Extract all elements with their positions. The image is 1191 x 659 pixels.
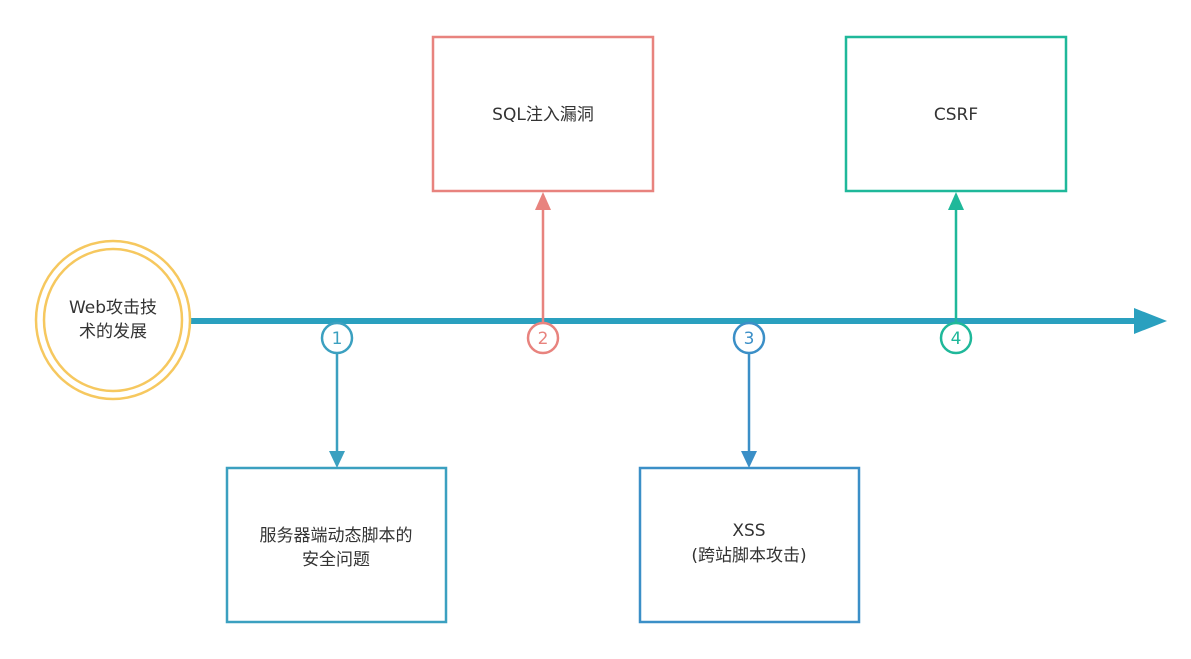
milestone-1-marker	[320, 321, 354, 355]
milestone-4-marker	[939, 321, 973, 355]
origin-outer-ring	[34, 239, 192, 401]
milestone-1-label-line-2: 安全问题	[302, 550, 370, 570]
milestone-4: 4 CSRF	[844, 35, 1068, 355]
milestone-2: 2 SQL注入漏洞	[431, 35, 655, 355]
milestone-1-number: 1	[332, 329, 343, 349]
milestone-3-label-line-1: XSS	[732, 521, 765, 541]
milestone-4-box	[844, 35, 1068, 193]
origin-node: Web攻击技 术的发展	[34, 239, 192, 401]
milestone-1-label-line-1: 服务器端动态脚本的	[260, 526, 413, 546]
milestone-3-marker	[732, 321, 766, 355]
origin-inner-ring	[42, 247, 184, 393]
milestone-3-arrowhead	[741, 451, 757, 468]
milestone-3: 3 XSS (跨站脚本攻击)	[638, 321, 861, 624]
milestone-2-number: 2	[538, 329, 549, 349]
milestone-4-arrowhead	[948, 192, 964, 210]
milestone-3-box	[638, 466, 861, 624]
milestone-3-label-line-2: (跨站脚本攻击)	[691, 546, 806, 566]
milestone-4-label-line-1: CSRF	[934, 105, 978, 125]
milestone-2-box	[431, 35, 655, 193]
milestone-1-arrowhead	[329, 451, 345, 468]
milestone-3-number: 3	[744, 329, 755, 349]
milestone-4-number: 4	[951, 329, 962, 349]
milestone-1-box	[225, 466, 448, 624]
origin-label-line-1: Web攻击技	[69, 298, 157, 318]
milestone-2-arrowhead	[535, 192, 551, 210]
milestone-2-label-line-1: SQL注入漏洞	[492, 105, 594, 125]
timeline-arrowhead	[1134, 308, 1167, 334]
milestone-1: 1 服务器端动态脚本的 安全问题	[225, 321, 448, 624]
origin-label-line-2: 术的发展	[79, 322, 147, 342]
milestone-2-marker	[526, 321, 560, 355]
